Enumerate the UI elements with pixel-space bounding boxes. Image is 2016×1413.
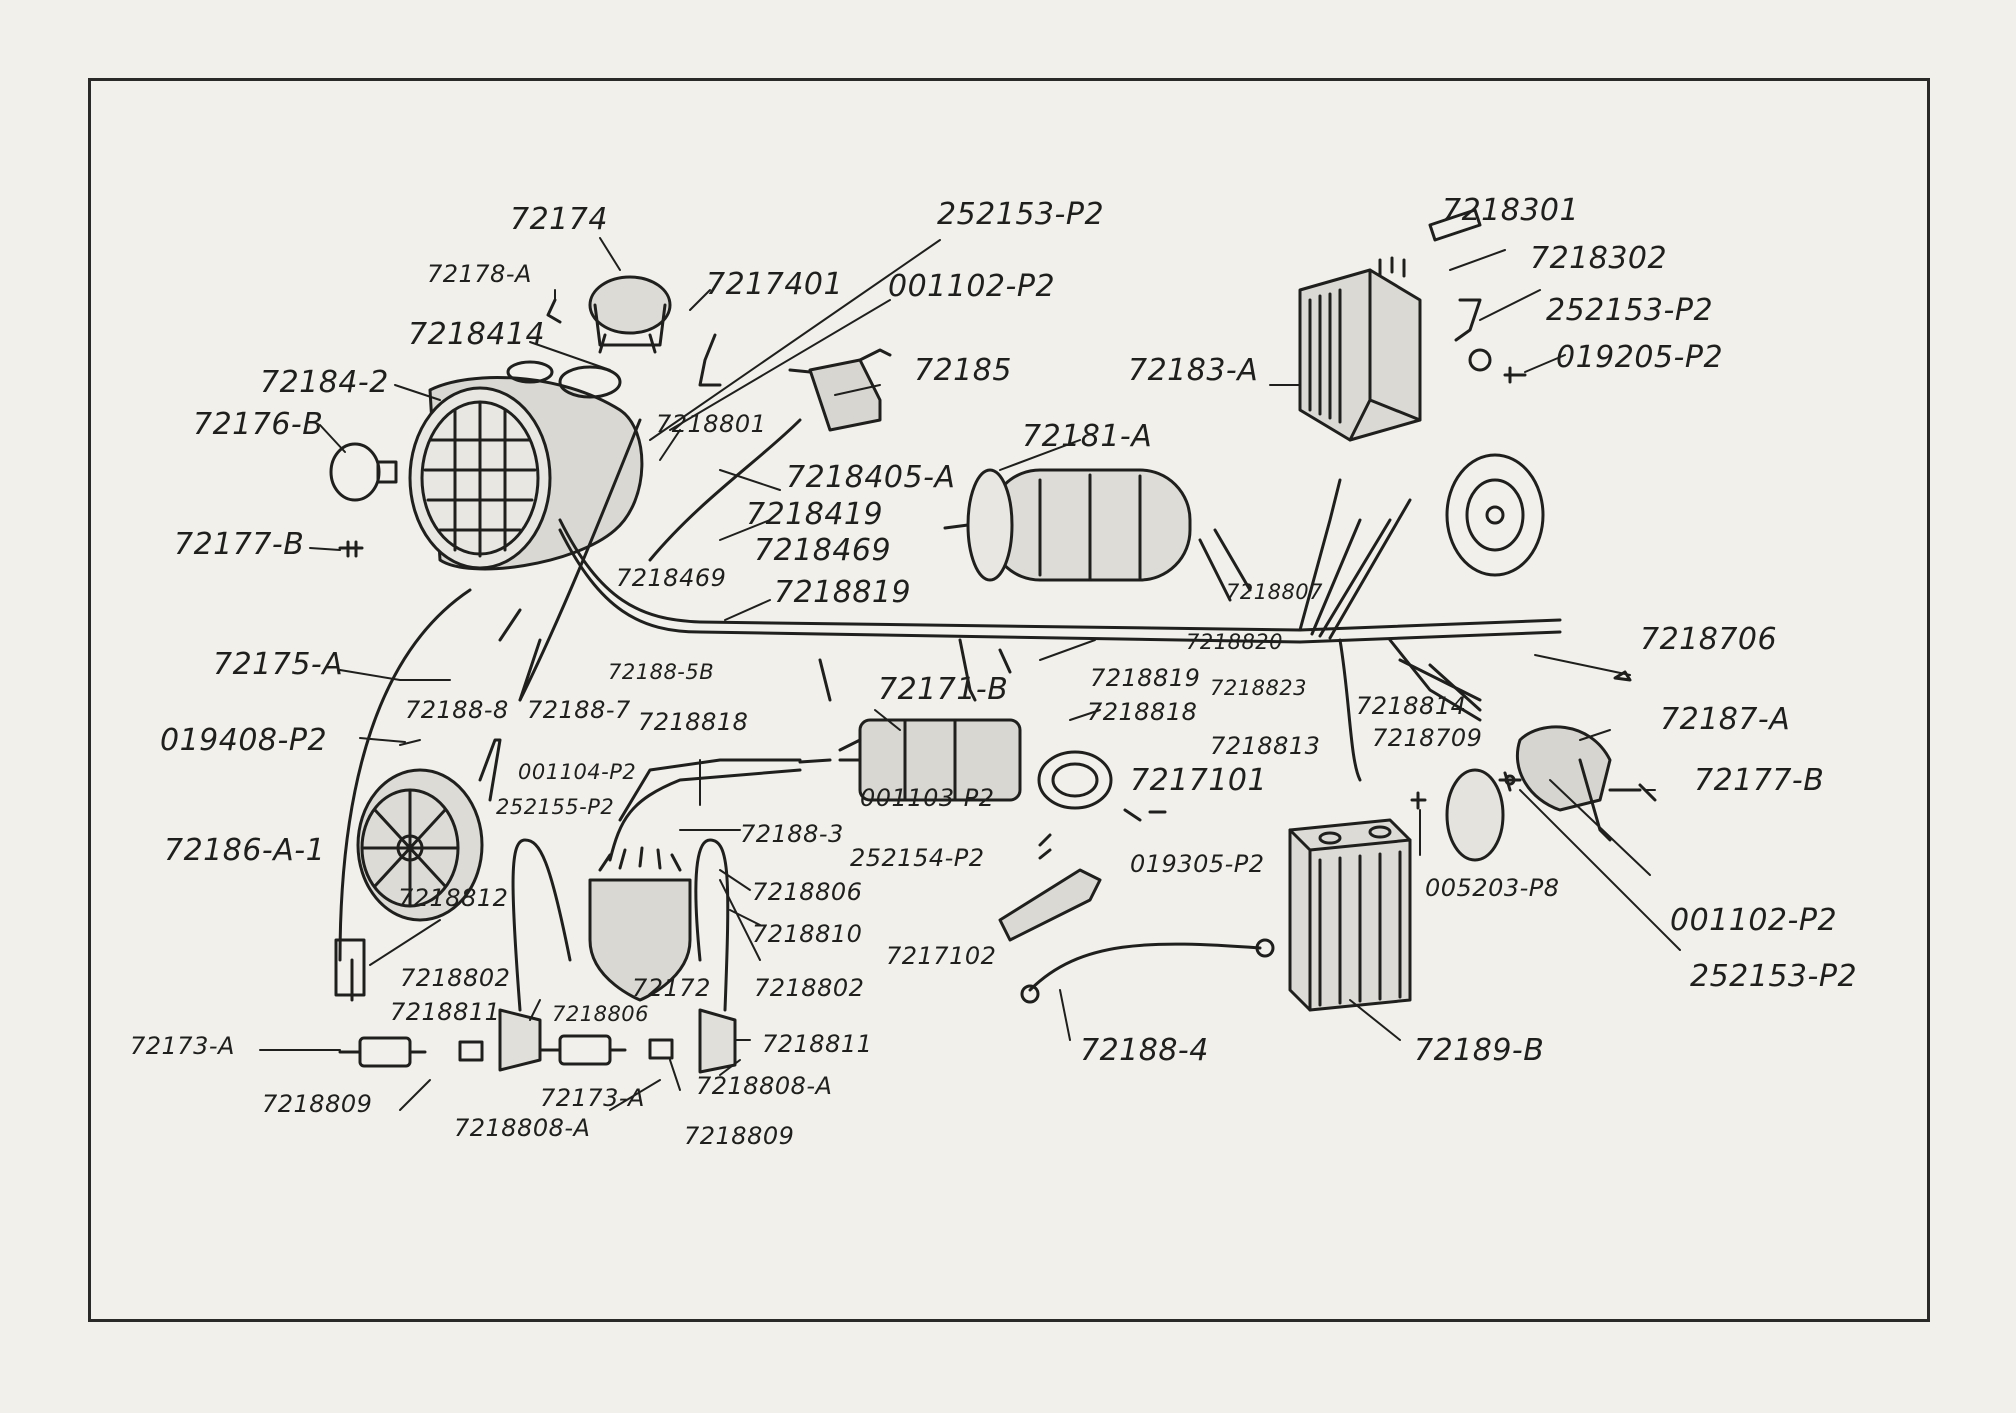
- generator-drawing: [943, 468, 1252, 602]
- part-label: 72186-A-1: [164, 833, 326, 868]
- part-label: 72171-B: [878, 672, 1009, 707]
- part-label: 252153-P2: [1546, 293, 1714, 328]
- part-label: 72188-5B: [608, 660, 715, 684]
- part-label: 72177-B: [1694, 763, 1825, 798]
- part-label: 001102-P2: [1670, 903, 1838, 938]
- part-label: 72184-2: [260, 365, 389, 400]
- part-label: 72173-A: [130, 1032, 235, 1060]
- headlamp-bulb-drawing: [329, 442, 398, 502]
- part-label: 7218469: [616, 564, 727, 592]
- part-label: 7218405-A: [786, 460, 956, 495]
- part-label: 7218818: [1087, 698, 1198, 726]
- part-label: 252153-P2: [937, 197, 1105, 232]
- part-label: 7218419: [746, 497, 884, 532]
- distributor-drawing: [511, 768, 802, 1012]
- screw-drawing: [338, 540, 364, 558]
- part-label: 7218809: [684, 1122, 795, 1150]
- headlamp-drawing: [408, 360, 644, 571]
- part-label: 7218811: [390, 998, 501, 1026]
- part-label: 7218801: [656, 410, 767, 438]
- part-label: 72181-A: [1022, 419, 1153, 454]
- instrument-drawing: [546, 275, 672, 399]
- part-label: 7218823: [1210, 676, 1308, 700]
- sound-signal-drawing: [356, 738, 502, 922]
- part-label: 72188-7: [527, 696, 631, 724]
- tail-lamp-drawing: [1410, 670, 1657, 862]
- part-label: 7218706: [1640, 622, 1778, 657]
- part-label: 7217102: [886, 942, 997, 970]
- part-label: 019305-P2: [1130, 850, 1265, 878]
- part-label: 7218806: [552, 1002, 650, 1026]
- part-label: 72177-B: [174, 527, 305, 562]
- regulator-relay-drawing: [1298, 256, 1422, 442]
- part-label: 7218802: [754, 974, 865, 1002]
- part-label: 7218807: [1226, 580, 1324, 604]
- clamp-drawing: [998, 750, 1167, 942]
- part-label: 019408-P2: [160, 723, 328, 758]
- part-label: 001103-P2: [860, 784, 995, 812]
- part-label: 7218819: [774, 575, 912, 610]
- part-label: 72178-A: [427, 260, 532, 288]
- part-label: 7218302: [1530, 241, 1668, 276]
- part-label: 7218806: [752, 878, 863, 906]
- part-label: 005203-P8: [1425, 874, 1560, 902]
- part-label: 7218812: [398, 884, 509, 912]
- part-label: 7218810: [752, 920, 863, 948]
- ignition-coil-drawing: [618, 718, 1022, 822]
- part-label: 7218818: [638, 708, 749, 736]
- part-label: 7218709: [1372, 724, 1483, 752]
- part-label: 7218414: [408, 317, 546, 352]
- part-label: 7218811: [762, 1030, 873, 1058]
- part-label: 7218301: [1442, 193, 1580, 228]
- part-label: 72188-4: [1080, 1033, 1209, 1068]
- part-label: 001102-P2: [888, 269, 1056, 304]
- ground-cable-drawing: [1020, 938, 1275, 1004]
- part-label: 72188-3: [740, 820, 844, 848]
- battery-drawing: [1288, 818, 1412, 1012]
- part-label: 7218808-A: [696, 1072, 833, 1100]
- part-label: 001104-P2: [518, 760, 637, 784]
- part-label: 252155-P2: [496, 795, 615, 819]
- wiring-harness-drawing: [334, 418, 1562, 1002]
- part-label: 72187-A: [1660, 702, 1791, 737]
- part-label: 7218819: [1090, 664, 1201, 692]
- part-label: 7218808-A: [454, 1114, 591, 1142]
- part-label: 72188-8: [405, 696, 509, 724]
- part-label: 7218814: [1356, 692, 1467, 720]
- part-label: 7218820: [1186, 630, 1284, 654]
- part-label: 72173-A: [540, 1084, 645, 1112]
- part-label: 7218813: [1210, 732, 1321, 760]
- bracket-drawing: [1428, 208, 1527, 384]
- part-label: 72185: [914, 353, 1012, 388]
- part-label: 72172: [632, 974, 711, 1002]
- part-label: 7217101: [1130, 763, 1268, 798]
- horn-drawing: [1445, 453, 1545, 577]
- part-label: 72176-B: [193, 407, 324, 442]
- diagram-frame: [88, 78, 1930, 1322]
- part-label: 7218809: [262, 1090, 373, 1118]
- switch-drawing: [698, 333, 892, 432]
- part-label: 019205-P2: [1556, 340, 1724, 375]
- part-label: 72174: [510, 202, 608, 237]
- part-label: 72189-B: [1414, 1033, 1545, 1068]
- part-label: 7218802: [400, 964, 511, 992]
- part-label: 72175-A: [213, 647, 344, 682]
- leader-lines: [259, 214, 1681, 1111]
- part-label: 7218469: [754, 533, 892, 568]
- part-label: 72183-A: [1128, 353, 1259, 388]
- part-label: 252153-P2: [1690, 959, 1858, 994]
- part-label: 252154-P2: [850, 844, 985, 872]
- part-label: 7217401: [706, 267, 844, 302]
